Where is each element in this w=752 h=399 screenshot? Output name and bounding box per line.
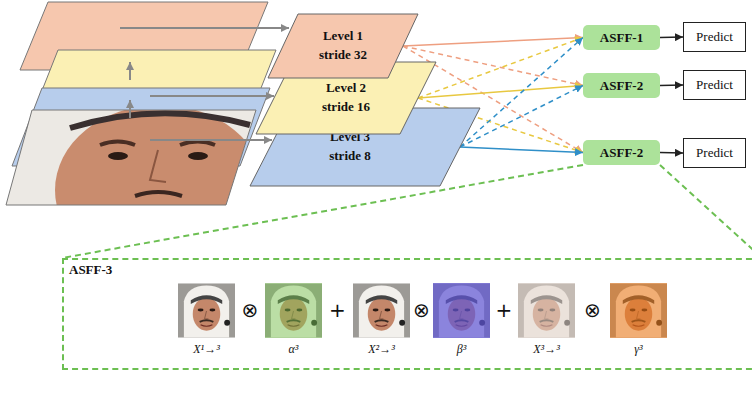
term-label: X¹→³ <box>167 341 247 357</box>
fusion-box: ASFF-1 <box>583 25 660 50</box>
feature-connector <box>418 38 583 99</box>
box-label: ASFF-2 <box>600 145 643 161</box>
operator-symbol: + <box>464 298 544 322</box>
term-label: X²→³ <box>342 341 422 357</box>
feature-connector <box>660 84 683 86</box>
feature-connector <box>460 147 583 153</box>
detail-frame: ASFF-3 <box>62 258 752 370</box>
term-label: α³ <box>254 341 334 357</box>
box-label: Predict <box>696 145 733 161</box>
feature-connector <box>460 38 583 148</box>
box-label: Predict <box>696 77 733 93</box>
text-holder: Predict <box>696 29 733 45</box>
feature-connector <box>460 86 583 148</box>
predict-box: Predict <box>683 22 746 52</box>
box-label: ASFF-2 <box>600 78 643 94</box>
parallelogram-outline <box>250 108 480 186</box>
predict-box: Predict <box>683 70 746 100</box>
text-holder: ASFF-2 <box>600 145 643 161</box>
feature-connector <box>660 152 683 154</box>
panel-heading: ASFF-3 <box>69 262 112 278</box>
pyramid-level: Level 1 stride 32 <box>268 14 418 78</box>
parallelogram-shape <box>268 14 418 78</box>
text-holder: Predict <box>696 77 733 93</box>
operator-symbol: + <box>298 298 378 322</box>
operator-symbol: ⊗ <box>553 298 633 322</box>
box-label: ASFF-1 <box>600 30 643 46</box>
term-label: X³→³ <box>507 341 587 357</box>
operator-symbol: ⊗ <box>382 298 462 322</box>
predict-box: Predict <box>683 138 746 168</box>
feature-connector <box>403 38 583 47</box>
feature-pyramid <box>0 2 276 275</box>
text-holder: Predict <box>696 145 733 161</box>
feature-connector <box>418 86 583 99</box>
operator-symbol: ⊗ <box>210 298 290 322</box>
box-label: Predict <box>696 29 733 45</box>
level-label: Level 2 stride 16 <box>310 79 382 117</box>
level-label: Level 1 stride 32 <box>307 27 379 65</box>
text-holder: ASFF-2 <box>600 78 643 94</box>
fusion-box: ASFF-2 <box>583 140 660 165</box>
fusion-box: ASFF-2 <box>583 73 660 98</box>
term-label: β³ <box>422 341 502 357</box>
text-holder: Level 1 stride 32 <box>268 14 418 78</box>
feature-connector <box>660 36 683 38</box>
text-holder: ASFF-1 <box>600 30 643 46</box>
text-holder: ASFF-3 <box>64 260 117 280</box>
weight-map-tiles <box>178 283 667 338</box>
term-label: γ³ <box>599 341 679 357</box>
